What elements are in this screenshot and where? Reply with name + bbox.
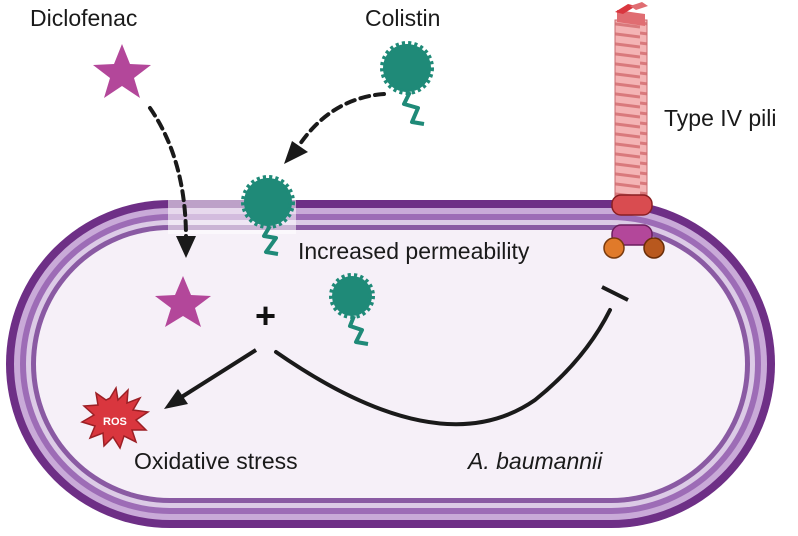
diclofenac-star-icon [93, 44, 151, 98]
ros-label: ROS [103, 416, 127, 428]
pili-inhibition-curve [274, 308, 612, 427]
type-iv-pili-label: Type IV pili [664, 105, 777, 131]
oxidative-stress-arrow [178, 348, 258, 400]
colistin-label: Colistin [365, 5, 440, 31]
increased-permeability-label: Increased permeability [298, 238, 530, 264]
diclofenac-entry-arrowhead [176, 236, 196, 258]
pili-inhibition-bar [601, 285, 629, 302]
diclofenac-label: Diclofenac [30, 5, 137, 31]
diclofenac-entry-arrow [148, 106, 188, 240]
colistin-membrane-icon [241, 175, 295, 256]
cytoplasm [36, 230, 745, 498]
ros-burst-icon: ROS [80, 385, 151, 450]
colistin-intracellular-icon [329, 273, 375, 346]
colistin-molecule-icon [380, 41, 434, 126]
diclofenac-intracellular-star-icon [155, 276, 211, 327]
oxidative-stress-arrowhead [164, 389, 188, 409]
colistin-entry-arrowhead [284, 141, 308, 164]
organism-label: A. baumannii [466, 448, 603, 474]
type-iv-pilus-icon [603, 2, 665, 259]
oxidative-stress-label: Oxidative stress [134, 448, 298, 474]
bacterial-cell [6, 200, 775, 528]
combination-plus: + [255, 295, 276, 336]
colistin-entry-arrow [298, 92, 386, 146]
